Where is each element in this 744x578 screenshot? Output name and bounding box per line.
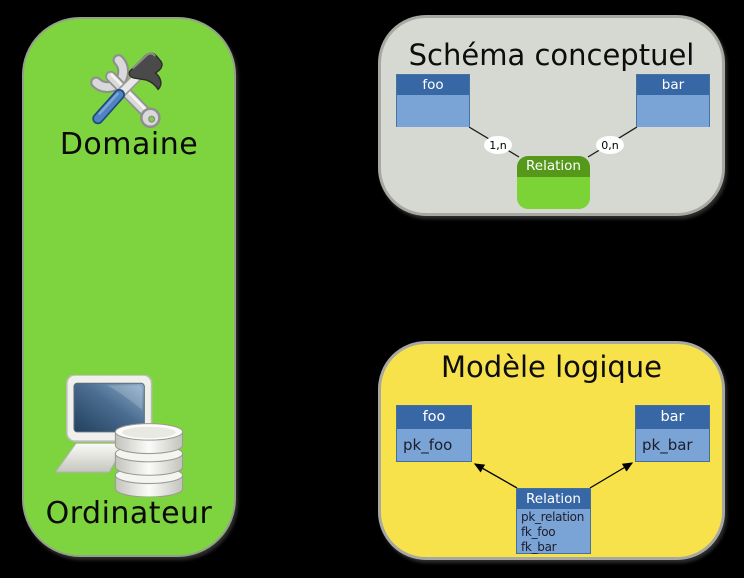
table-foo-name: foo — [397, 406, 471, 429]
column-pk-foo: pk_foo — [403, 436, 453, 454]
table-foo: foo pk_foo — [396, 405, 472, 462]
entity-foo-body — [397, 95, 469, 127]
entity-foo-name: foo — [397, 75, 469, 95]
logical-title: Modèle logique — [440, 350, 663, 384]
entity-foo: foo — [396, 74, 470, 127]
table-foo-columns: pk_foo — [397, 429, 471, 462]
table-bar-columns: pk_bar — [636, 429, 709, 462]
entity-bar-body — [637, 95, 709, 127]
relation-body — [517, 177, 590, 209]
entity-bar: bar — [636, 74, 710, 127]
domain-panel: Domaine — [22, 17, 236, 557]
table-bar: bar pk_bar — [635, 405, 710, 462]
table-relation-columns: pk_relation fk_foo fk_bar — [517, 509, 590, 555]
cardinality-bar: 0,n — [596, 136, 624, 154]
conceptual-title: Schéma conceptuel — [408, 38, 695, 72]
computer-database-icon — [55, 375, 183, 497]
cardinality-foo: 1,n — [484, 136, 512, 154]
entity-bar-name: bar — [637, 75, 709, 95]
domain-label: Domaine — [59, 127, 199, 162]
tools-icon — [82, 49, 174, 135]
conceptual-schema-panel: Schéma conceptuel foo bar Relation 1,n 0… — [378, 15, 725, 216]
relation-name: Relation — [517, 156, 590, 177]
column-fk-foo: fk_foo — [521, 525, 556, 539]
column-pk-bar: pk_bar — [642, 436, 693, 454]
column-fk-bar: fk_bar — [521, 540, 557, 554]
table-relation: Relation pk_relation fk_foo fk_bar — [516, 488, 591, 554]
table-bar-name: bar — [636, 406, 709, 429]
relation-association: Relation — [517, 156, 590, 209]
ordinateur-label: Ordinateur — [45, 496, 213, 531]
column-pk-relation: pk_relation — [521, 510, 584, 524]
table-relation-name: Relation — [517, 489, 590, 509]
logical-model-panel: Modèle logique foo pk_foo bar pk_bar Rel… — [378, 341, 725, 560]
